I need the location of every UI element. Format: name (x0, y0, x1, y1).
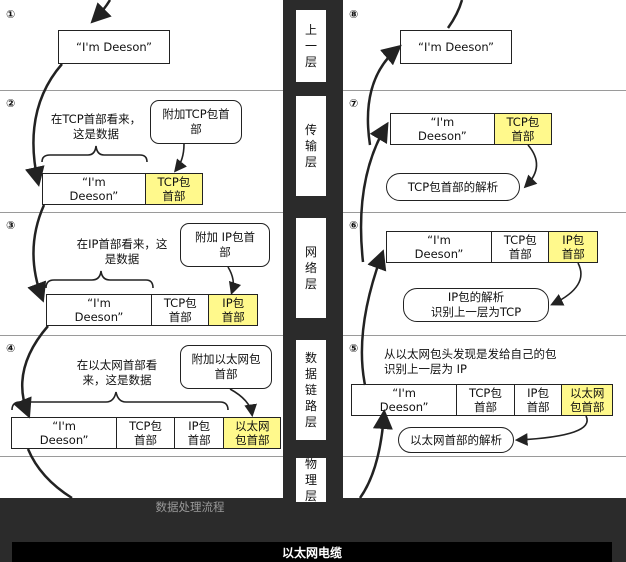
add-ip-header-bubble: 附加 IP包首 部 (180, 223, 270, 267)
step-number: ① (6, 8, 16, 21)
add-tcp-header-bubble: 附加TCP包首 部 (150, 100, 242, 144)
step3-note: 在IP首部看来，这 是数据 (76, 237, 168, 266)
step4-note: 在以太网首部看 来，这是数据 (76, 358, 158, 387)
brace-step2 (41, 145, 148, 163)
step2-note: 在TCP首部看来， 这是数据 (50, 112, 142, 141)
ethernet-header-cell: 以太网 包首部 (224, 418, 281, 448)
layer-datalink: 数据链路层 (296, 340, 326, 440)
data-box: “I'm Deeson” (400, 30, 512, 64)
step-number: ② (6, 97, 16, 110)
layer-network: 网络层 (296, 218, 326, 318)
ip-packet: “I'm Deeson” TCP包 首部 IP包 首部 (46, 294, 258, 326)
separator (343, 335, 626, 336)
ethernet-frame: “I'm Deeson” TCP包 首部 IP包 首部 以太网 包首部 (351, 384, 613, 416)
tcp-header-cell: TCP包 首部 (152, 295, 210, 325)
step-number: ③ (6, 219, 16, 232)
arrow-top-right (446, 0, 464, 29)
tcp-header-parse-bubble: TCP包首部的解析 (386, 173, 520, 201)
separator (0, 212, 283, 213)
separator (343, 456, 626, 457)
separator (343, 90, 626, 91)
ip-parse-bubble: IP包的解析 识别上一层为TCP (403, 288, 549, 322)
step-number: ④ (6, 342, 16, 355)
arrow-up-5 (358, 409, 393, 499)
layer-physical-label: 物理层 (304, 457, 317, 503)
ip-header-cell: IP包 首部 (209, 295, 257, 325)
separator (0, 90, 283, 91)
layer-physical: 物理层 (296, 457, 326, 503)
tcp-segment: “I'm Deeson” TCP包 首部 (390, 113, 552, 145)
tcp-header-cell: TCP包 首部 (492, 232, 550, 262)
layer-transport-label: 传输层 (304, 123, 317, 169)
data-cell: “I'm Deeson” (43, 174, 146, 204)
tcp-header-cell: TCP包 首部 (457, 385, 515, 415)
arrow-top-left (90, 0, 112, 24)
layer-datalink-label: 数据链路层 (304, 351, 317, 429)
arrow-3-4 (13, 325, 49, 419)
data-box: “I'm Deeson” (58, 30, 170, 64)
arrow-5-6 (360, 249, 387, 386)
layer-network-label: 网络层 (304, 245, 317, 291)
layer-upper-label: 上一层 (304, 23, 317, 69)
arrow-7-8 (366, 44, 402, 146)
ethernet-cable-label: 以太网电缆 (281, 545, 342, 560)
arrow-1-2 (24, 63, 63, 187)
arrow-4-down (26, 448, 73, 500)
tcp-header-cell: TCP包 首部 (145, 174, 202, 204)
ethernet-header-cell: 以太网 包首部 (562, 385, 612, 415)
separator (343, 212, 626, 213)
step5-note: 从以太网包头发现是发给自己的包 识别上一层为 IP (384, 347, 557, 376)
step-number: ⑦ (349, 97, 359, 110)
ip-packet: “I'm Deeson” TCP包 首部 IP包 首部 (386, 231, 598, 263)
ip-header-cell: IP包 首部 (515, 385, 563, 415)
arrow-2-3 (27, 204, 47, 303)
tcp-segment: “I'm Deeson” TCP包 首部 (42, 173, 203, 205)
ethernet-header-parse-bubble: 以太网首部的解析 (398, 427, 514, 453)
ip-header-cell: IP包 首部 (175, 418, 225, 448)
caption: 数据处理流程 (155, 500, 225, 514)
data-cell: “I'm Deeson” (391, 114, 495, 144)
separator (0, 456, 283, 457)
ethernet-frame: “I'm Deeson” TCP包 首部 IP包 首部 以太网 包首部 (11, 417, 281, 449)
brace-step3 (45, 270, 154, 289)
add-ethernet-header-bubble: 附加以太网包 首部 (180, 345, 272, 389)
step-number: ⑥ (349, 219, 359, 232)
arrow-6-7 (359, 121, 389, 263)
data-cell: “I'm Deeson” (47, 295, 152, 325)
data-cell: “I'm Deeson” (387, 232, 492, 262)
brace-step4 (11, 391, 229, 411)
layer-transport: 传输层 (296, 96, 326, 196)
ip-header-cell: IP包 首部 (549, 232, 597, 262)
tcp-header-cell: TCP包 首部 (117, 418, 175, 448)
ethernet-cable-bar: 以太网电缆 (12, 542, 612, 562)
step-number: ⑧ (349, 8, 359, 21)
data-cell: “I'm Deeson” (12, 418, 118, 448)
tcp-header-cell: TCP包 首部 (494, 114, 551, 144)
step-number: ⑤ (349, 342, 359, 355)
separator (0, 335, 283, 336)
layer-upper: 上一层 (296, 10, 326, 82)
